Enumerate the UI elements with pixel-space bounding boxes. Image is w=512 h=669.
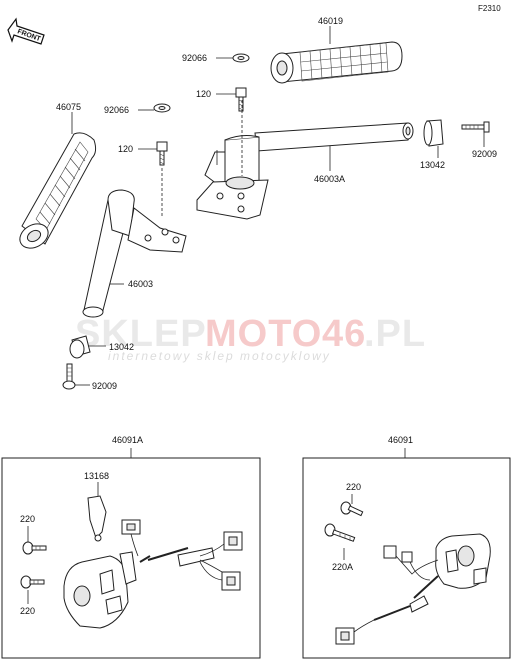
label-handlebar-left: 46003 — [128, 279, 153, 289]
switch-right-screw-bottom — [324, 523, 356, 542]
label-switch-right-screw-bottom: 220A — [332, 562, 353, 572]
bolt-left — [156, 141, 168, 166]
grip-left — [19, 132, 97, 249]
label-switch-left-lever: 13168 — [84, 471, 109, 481]
grip-right — [270, 41, 403, 84]
label-grip-left: 46075 — [56, 102, 81, 112]
label-switch-left-screw-bottom: 220 — [20, 606, 35, 616]
label-weight-right: 13042 — [420, 160, 445, 170]
watermark-part3: 46 — [322, 313, 366, 355]
label-switch-left-screw-top: 220 — [20, 514, 35, 524]
label-bolt-left: 120 — [118, 144, 133, 154]
watermark-part4: .PL — [364, 313, 426, 355]
weight-left — [69, 335, 91, 359]
front-arrow-icon: FRONT — [7, 17, 45, 45]
label-switch-right-screw-top: 220 — [346, 482, 361, 492]
switch-left-screw-top — [22, 541, 47, 555]
weight-right — [423, 119, 444, 147]
label-screw-left: 92009 — [92, 381, 117, 391]
handlebar-left — [82, 189, 187, 318]
label-bolt-right: 120 — [196, 89, 211, 99]
watermark-part2: MOTO — [205, 313, 322, 355]
watermark-part1: SKLEP — [75, 313, 207, 355]
label-switch-right-assy: 46091 — [388, 435, 413, 445]
screw-left — [62, 363, 76, 390]
washer-right — [232, 53, 250, 63]
watermark: SKLEP MOTO 46 .PL internetowy sklep moto… — [75, 313, 426, 363]
label-weight-left: 13042 — [109, 342, 134, 352]
screw-right — [461, 121, 490, 133]
label-switch-left-assy: 46091A — [112, 435, 143, 445]
switch-left — [63, 495, 243, 629]
switch-left-screw-bottom — [20, 575, 45, 589]
handlebar-right — [196, 122, 414, 220]
washer-left — [153, 103, 171, 113]
label-grip-right: 46019 — [318, 16, 343, 26]
switch-right-screw-top — [340, 501, 364, 517]
figure-code: F2310 — [478, 4, 501, 13]
bolt-right — [235, 87, 247, 112]
label-screw-right: 92009 — [472, 149, 497, 159]
label-washer-right: 92066 — [182, 53, 207, 63]
watermark-subtitle: internetowy sklep motocyklowy — [108, 349, 331, 363]
switch-right — [335, 533, 491, 645]
switch-right-box — [302, 457, 511, 659]
label-washer-left: 92066 — [104, 105, 129, 115]
label-handlebar-right: 46003A — [314, 174, 345, 184]
